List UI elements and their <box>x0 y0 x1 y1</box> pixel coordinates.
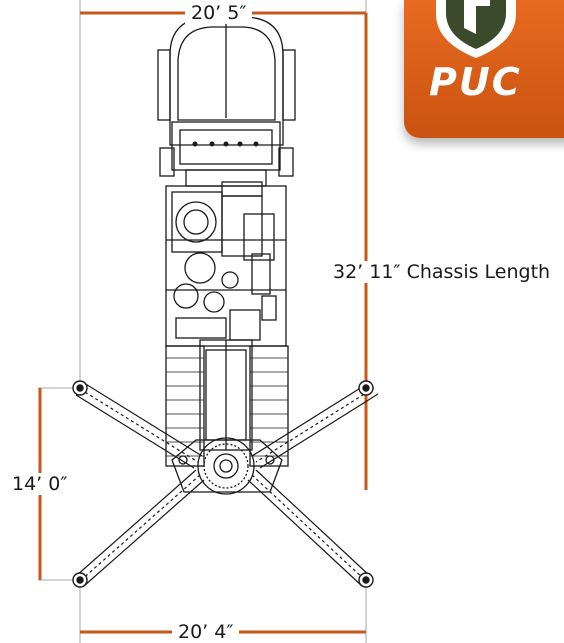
logo-text: PUC <box>429 60 522 104</box>
outrigger-foot-lower-left <box>72 572 88 588</box>
outrigger-foot-upper-right <box>358 380 374 396</box>
machine-body <box>157 16 296 495</box>
side-height-label: 14’ 0″ <box>6 473 74 495</box>
brand-logo: PUC <box>404 0 564 138</box>
outrigger-foot-lower-right <box>358 572 374 588</box>
top-width-label: 20’ 5″ <box>185 2 253 24</box>
dimension-lines <box>38 11 368 634</box>
bottom-width-label: 20’ 4″ <box>172 621 240 643</box>
outrigger-feet <box>72 380 374 588</box>
shield-icon <box>436 0 516 58</box>
outrigger-legs <box>75 381 379 587</box>
outrigger-foot-upper-left <box>72 380 88 396</box>
chassis-length-label: 32’ 11″ Chassis Length <box>327 261 557 283</box>
